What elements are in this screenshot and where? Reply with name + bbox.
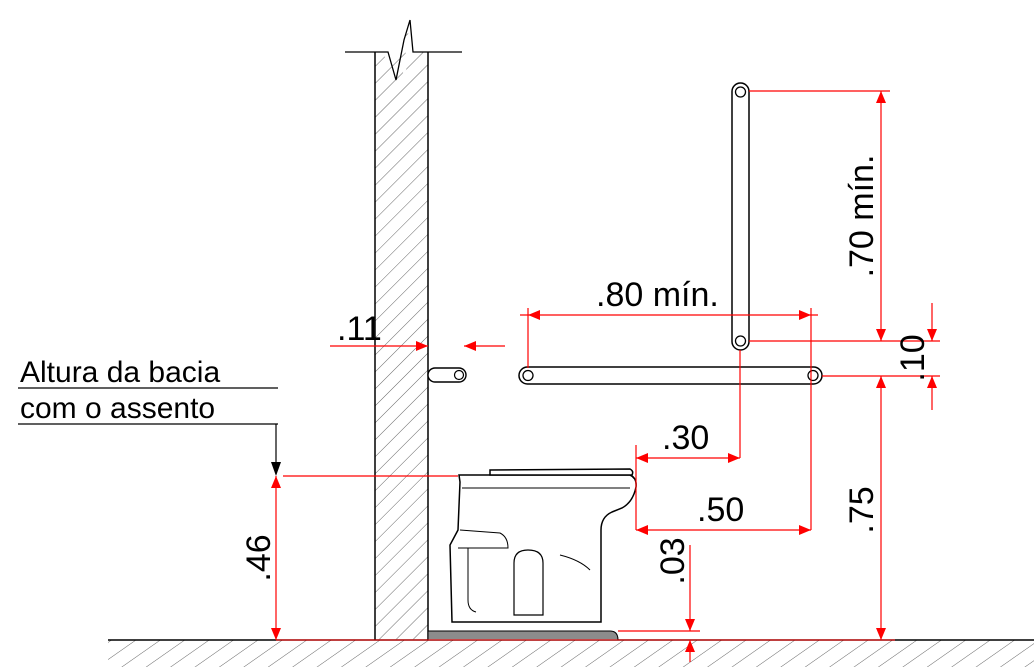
dim-horizontal-bar-length: .80 mín. bbox=[596, 276, 719, 314]
dim-seat-height: .46 bbox=[240, 534, 278, 581]
grab-bar-vertical bbox=[731, 82, 750, 351]
dimension-lines bbox=[275, 90, 940, 662]
dim-vertical-bar-length: .70 mín. bbox=[843, 155, 881, 278]
note-line-1: Altura da bacia bbox=[20, 356, 220, 389]
dim-base-height: .03 bbox=[654, 537, 692, 584]
dimension-arrows bbox=[271, 91, 937, 652]
dim-horizontal-bar-from-bowl: .50 bbox=[697, 491, 744, 529]
toilet bbox=[449, 468, 637, 623]
dim-vertical-bar-from-bowl: .30 bbox=[662, 419, 709, 457]
floor bbox=[108, 639, 1034, 667]
toilet-base bbox=[427, 630, 619, 641]
dim-bar-gap: .10 bbox=[894, 334, 932, 381]
note-line-2: com o assento bbox=[20, 392, 215, 425]
grab-bar-horizontal bbox=[518, 366, 823, 385]
note-leader bbox=[18, 387, 281, 476]
dim-wall-offset: .11 bbox=[337, 310, 382, 348]
dim-bar-height: .75 bbox=[843, 486, 881, 533]
wall-bar-stub bbox=[427, 367, 467, 383]
wall-break-line bbox=[345, 19, 462, 81]
